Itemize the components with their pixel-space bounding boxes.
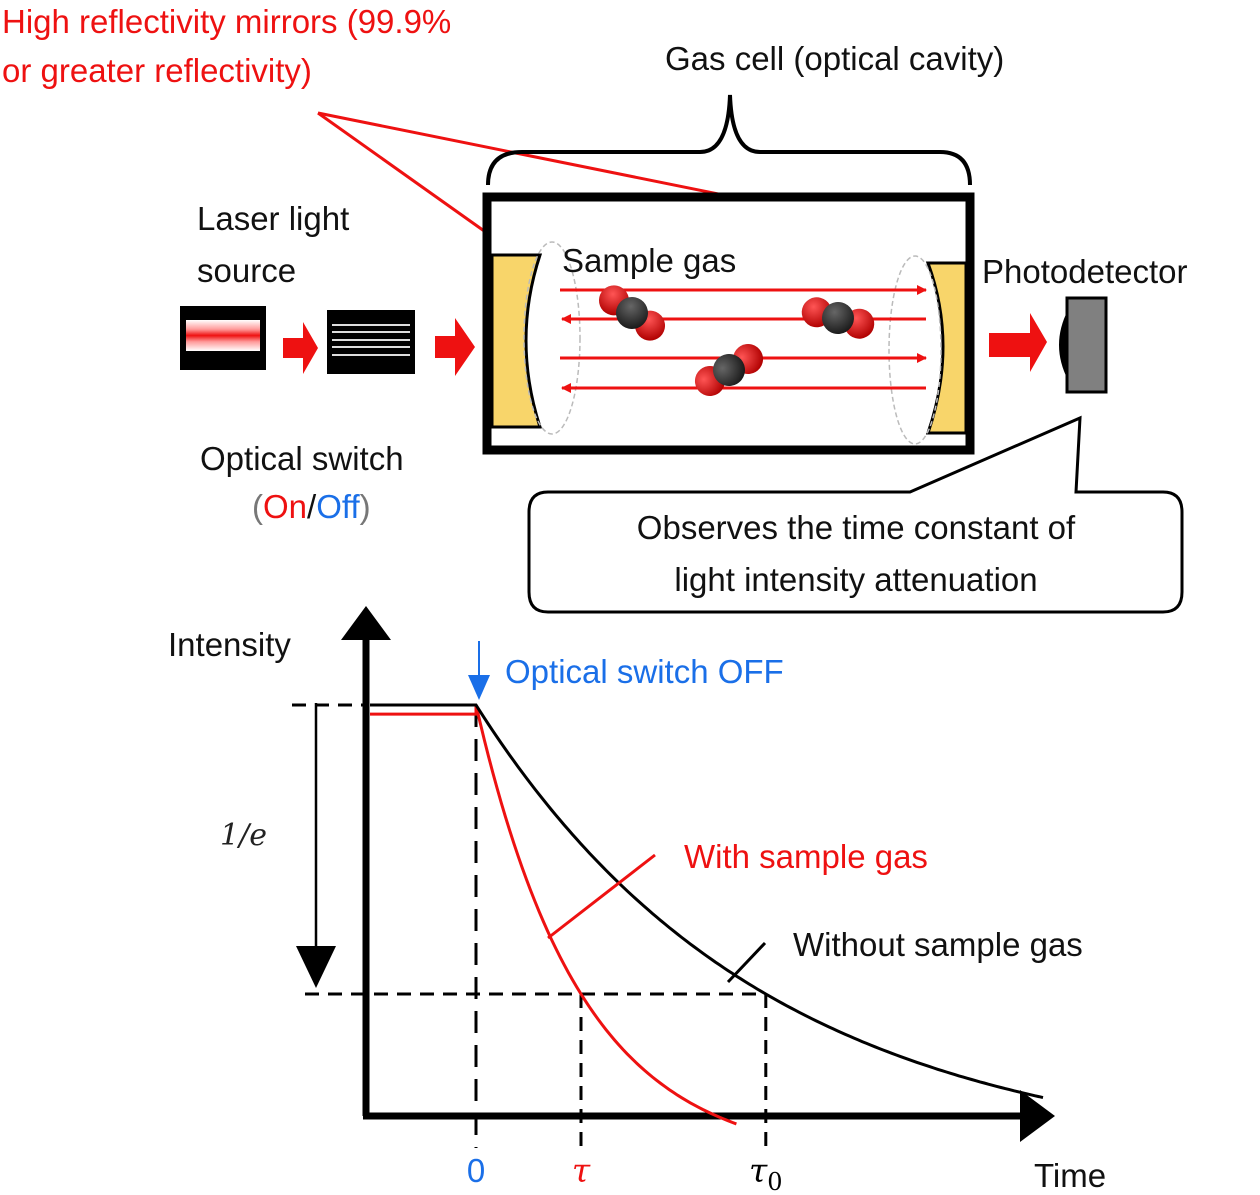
optical-switch-label: Optical switch <box>200 440 404 477</box>
molecule-1 <box>598 285 666 341</box>
arrow-switch-to-cell <box>435 318 475 376</box>
legend-without-gas: Without sample gas <box>793 926 1083 963</box>
sample-gas-label: Sample gas <box>562 242 736 279</box>
paren-close: ) <box>360 488 371 525</box>
paren-open: ( <box>252 488 263 525</box>
optical-switch-icon <box>327 310 415 374</box>
one-over-e-arrow-head <box>296 946 336 988</box>
x-tick-label-1: τ <box>572 1151 591 1190</box>
x-axis-label: Time <box>1034 1157 1106 1194</box>
photodetector-label: Photodetector <box>982 253 1187 290</box>
callout-line1: Observes the time constant of <box>637 509 1076 546</box>
series-line-with-gas <box>370 704 737 1126</box>
x-axis-arrowhead <box>1020 1090 1055 1142</box>
arrow-laser-to-switch <box>283 322 318 374</box>
without-gas-pointer <box>726 941 767 984</box>
guide-lines <box>292 703 768 1148</box>
switch-state-label: (On/Off) <box>252 488 371 525</box>
x-tick-label-0: 0 <box>467 1152 485 1189</box>
switch-off: Off <box>316 488 360 525</box>
switch-off-arrow-head <box>468 675 490 700</box>
switch-off-annotation: Optical switch OFF <box>505 653 784 690</box>
mirrors-label-line2: or greater reflectivity) <box>2 52 312 89</box>
laser-label-line2: source <box>197 252 296 289</box>
molecule-2 <box>801 297 875 339</box>
gas-cell-label: Gas cell (optical cavity) <box>665 40 1004 77</box>
laser-source-icon <box>180 306 266 370</box>
right-beam-ellipse <box>888 255 942 445</box>
x-tick-subscript: 0 <box>767 1168 782 1195</box>
tick-labels: 0 τ τ0 <box>467 1151 783 1195</box>
left-beam-ellipse <box>523 241 581 435</box>
laser-label-line1: Laser light <box>197 200 349 237</box>
callout-line2: light intensity attenuation <box>674 561 1037 598</box>
gas-cell-box <box>482 192 975 455</box>
with-gas-pointer <box>547 853 656 940</box>
one-over-e-label: 1/e <box>220 818 267 853</box>
decay-chart: Intensity Time 0 τ τ0 Optical switch OFF 1… <box>168 606 1106 1195</box>
series-line-without-gas <box>370 703 1044 1100</box>
mirrors-label-line1: High reflectivity mirrors (99.9% <box>2 3 451 40</box>
molecule-3 <box>694 344 764 396</box>
gas-cell-brace <box>486 94 972 186</box>
y-axis-arrowhead <box>341 606 391 640</box>
switch-slash: / <box>307 488 317 525</box>
y-axis-label: Intensity <box>168 626 291 663</box>
arrow-cell-to-detector <box>989 313 1047 372</box>
switch-on: On <box>263 488 307 525</box>
callout-bubble <box>527 415 1184 614</box>
photodetector-icon <box>1059 296 1108 394</box>
x-tick-label-2: τ0 <box>749 1151 783 1195</box>
series-group <box>370 703 1044 1126</box>
legend-with-gas: With sample gas <box>684 838 928 875</box>
